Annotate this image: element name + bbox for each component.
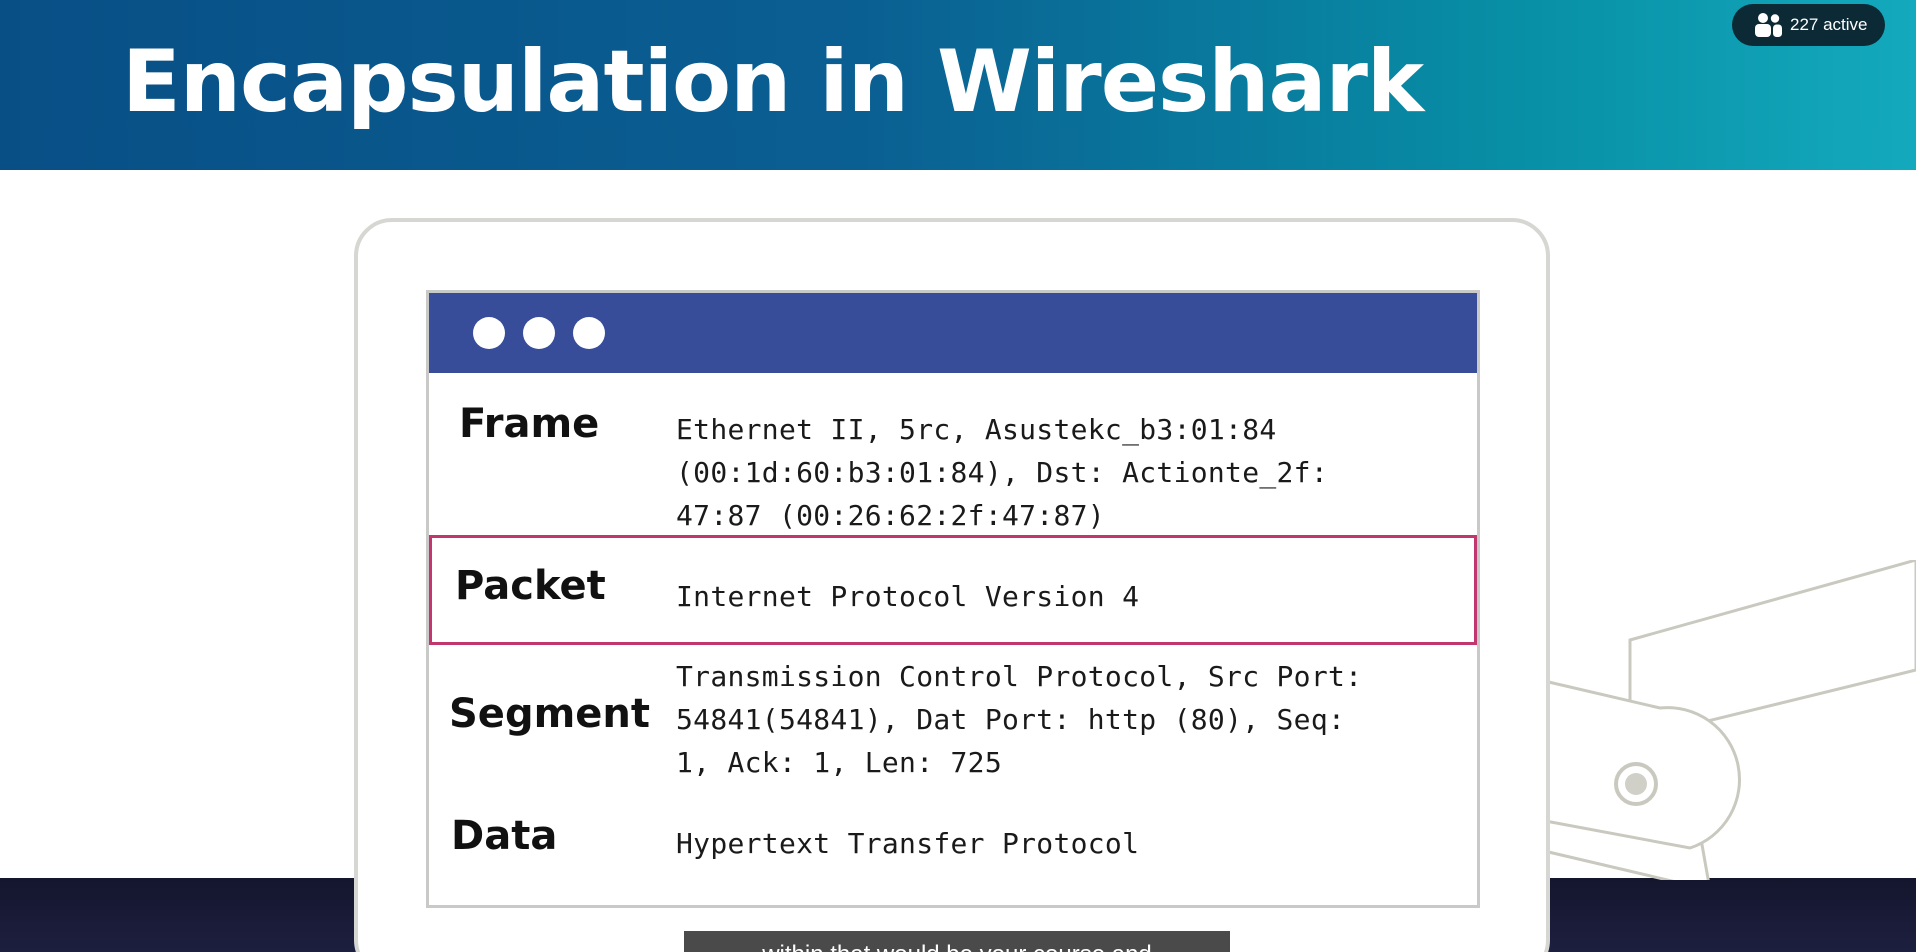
active-participants-badge[interactable]: 227 active (1732, 4, 1885, 46)
row-value-data: Hypertext Transfer Protocol (676, 822, 1139, 865)
row-value-frame: Ethernet II, 5rc, Asustekc_b3:01:84 (00:… (676, 408, 1328, 537)
row-value-segment: Transmission Control Protocol, Src Port:… (676, 655, 1362, 784)
window-dot-icon (523, 317, 555, 349)
row-value-packet: Internet Protocol Version 4 (676, 575, 1139, 618)
value-line: 47:87 (00:26:62:2f:47:87) (676, 499, 1105, 532)
caption-text: within that would be your course and (684, 941, 1230, 952)
subtitle-caption: within that would be your course and (684, 931, 1230, 952)
row-label-data: Data (451, 813, 558, 859)
window-title-bar (429, 293, 1477, 373)
window-dot-icon (573, 317, 605, 349)
row-label-frame: Frame (459, 401, 600, 447)
value-line: Hypertext Transfer Protocol (676, 827, 1140, 860)
people-icon (1755, 13, 1782, 37)
value-line: 54841(54841), Dat Port: http (80), Seq: (676, 703, 1346, 736)
value-line: 1, Ack: 1, Len: 725 (676, 746, 1002, 779)
wireshark-window: Frame Ethernet II, 5rc, Asustekc_b3:01:8… (426, 290, 1480, 908)
packet-row-highlight (429, 535, 1477, 645)
value-line: (00:1d:60:b3:01:84), Dst: Actionte_2f: (676, 456, 1328, 489)
value-line: Ethernet II, 5rc, Asustekc_b3:01:84 (676, 413, 1277, 446)
window-dot-icon (473, 317, 505, 349)
slide-title: Encapsulation in Wireshark (122, 32, 1424, 132)
active-count-label: 227 active (1790, 15, 1868, 34)
value-line: Internet Protocol Version 4 (676, 580, 1140, 613)
row-label-segment: Segment (449, 691, 650, 737)
row-label-packet: Packet (455, 563, 606, 609)
title-banner: Encapsulation in Wireshark (0, 0, 1916, 170)
mechanical-arm-illustration (1538, 560, 1916, 880)
value-line: Transmission Control Protocol, Src Port: (676, 660, 1363, 693)
